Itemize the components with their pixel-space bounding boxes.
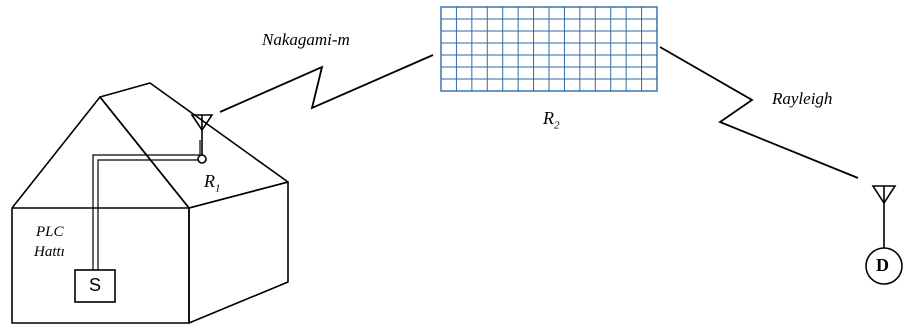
nakagami-label: Nakagami-m bbox=[262, 30, 350, 49]
house-roof bbox=[99, 82, 289, 209]
plc-label-line1: PLC bbox=[36, 224, 64, 240]
nakagami-link bbox=[219, 54, 434, 113]
relay2-label: R2 bbox=[543, 108, 560, 132]
plc-line bbox=[92, 140, 205, 270]
destination-label: D bbox=[876, 255, 889, 275]
rayleigh-label: Rayleigh bbox=[772, 89, 833, 108]
destination-node bbox=[865, 247, 903, 285]
plc-label-line2: Hattı bbox=[34, 244, 65, 260]
house-gable bbox=[11, 96, 190, 209]
house-side-wall bbox=[188, 181, 289, 324]
house bbox=[11, 82, 289, 324]
source-label: S bbox=[89, 275, 102, 295]
relay2-panel bbox=[440, 6, 658, 92]
source-box bbox=[74, 269, 116, 303]
destination-antenna-icon bbox=[871, 185, 897, 248]
relay1-label: R1 bbox=[204, 171, 221, 195]
rayleigh-link bbox=[659, 46, 859, 179]
relay1-antenna-icon bbox=[190, 114, 214, 164]
